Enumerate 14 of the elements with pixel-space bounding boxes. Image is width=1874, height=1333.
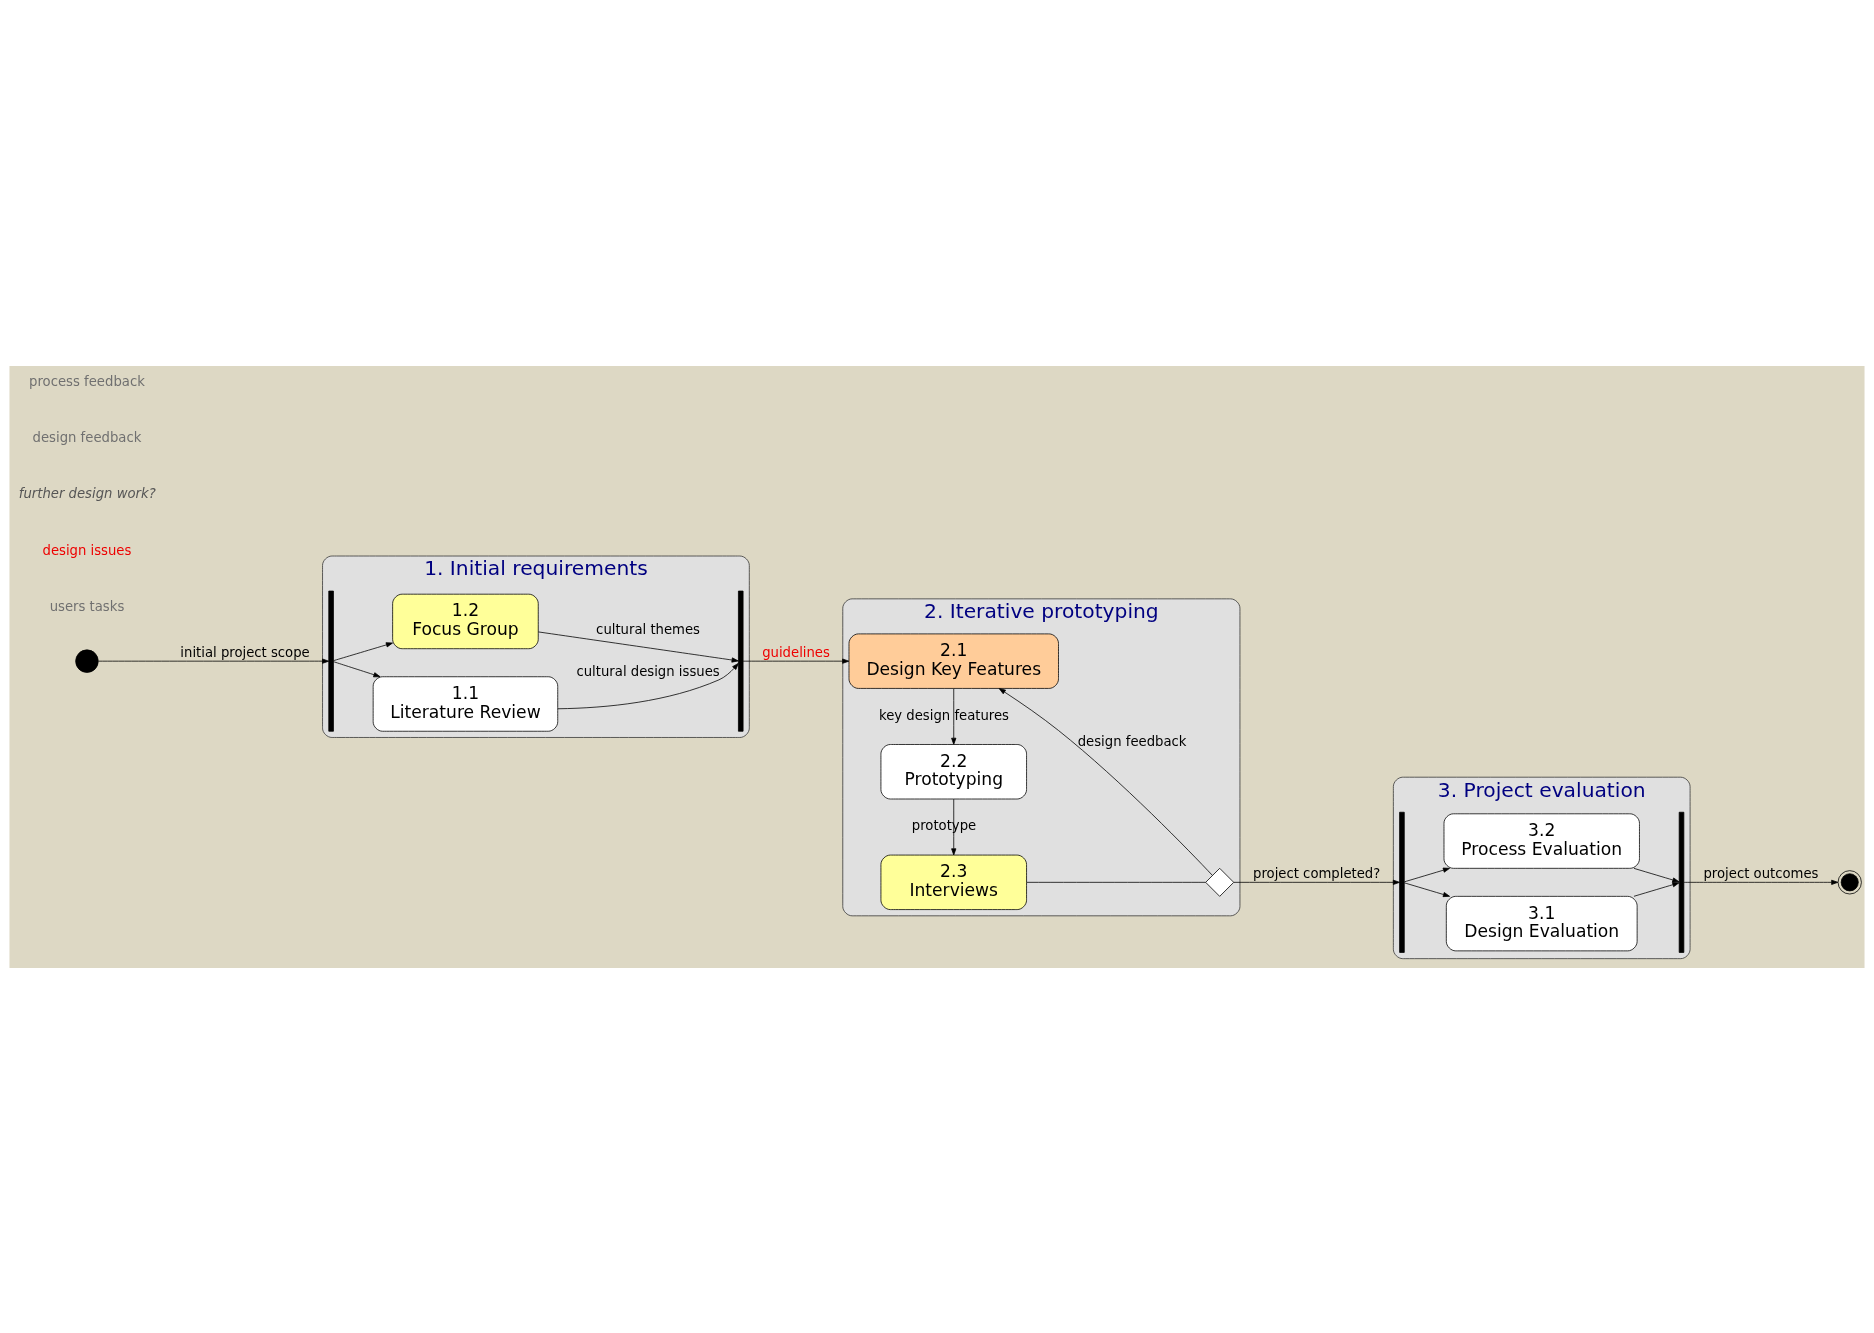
edge-label: guidelines xyxy=(762,644,830,660)
edge-label: project completed? xyxy=(1253,865,1381,881)
edge-label: key design features xyxy=(879,707,1010,723)
edge-label: project outcomes xyxy=(1703,865,1819,881)
label: process feedback xyxy=(29,373,145,389)
label: further design work? xyxy=(18,485,156,501)
edge-label: design feedback xyxy=(1077,733,1187,749)
edge-label: cultural themes xyxy=(596,621,701,637)
edge-label: prototype xyxy=(911,817,977,833)
edge-label: cultural design issues xyxy=(576,663,720,679)
label: design feedback xyxy=(32,429,142,445)
label: design issues xyxy=(42,542,132,558)
label: users tasks xyxy=(49,598,125,614)
edge-label: initial project scope xyxy=(180,644,310,660)
